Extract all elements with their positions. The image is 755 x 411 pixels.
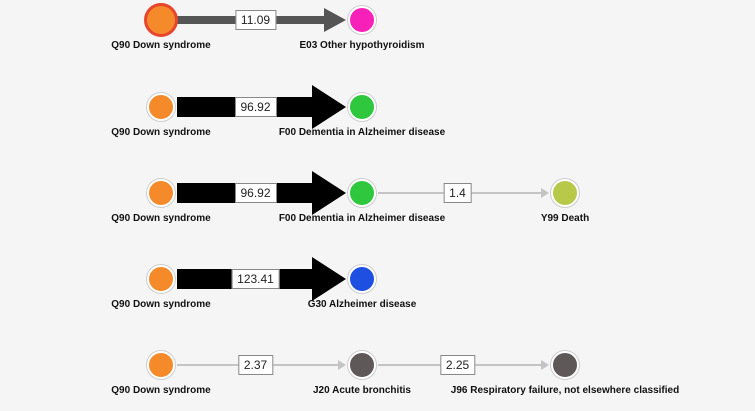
node-label: Q90 Down syndrome <box>111 127 211 138</box>
node-label: Q90 Down syndrome <box>111 213 211 224</box>
node-y99[interactable] <box>551 179 579 207</box>
node-q90[interactable] <box>144 3 178 37</box>
edge-arrowhead <box>312 257 346 301</box>
node-e03[interactable] <box>348 6 376 34</box>
edge-weight-label: 2.37 <box>237 355 274 375</box>
node-f00[interactable] <box>348 179 376 207</box>
edge-arrowhead <box>324 8 346 32</box>
edge-weight-label: 96.92 <box>234 97 277 117</box>
node-label: F00 Dementia in Alzheimer disease <box>278 127 446 138</box>
node-j20[interactable] <box>348 351 376 379</box>
edge-weight-label: 96.92 <box>234 183 277 203</box>
edge-arrowhead <box>541 360 549 370</box>
node-q90[interactable] <box>147 179 175 207</box>
edge-arrowhead <box>338 360 346 370</box>
node-g30[interactable] <box>348 265 376 293</box>
edge-weight-label: 11.09 <box>234 10 277 30</box>
node-label: Y99 Death <box>540 213 590 224</box>
edge-weight-label: 2.25 <box>439 355 476 375</box>
node-q90[interactable] <box>147 93 175 121</box>
edge-arrowhead <box>312 171 346 215</box>
node-label: G30 Alzheimer disease <box>307 299 417 310</box>
node-label: Q90 Down syndrome <box>111 385 211 396</box>
edge-weight-label: 1.4 <box>443 183 472 203</box>
node-label: E03 Other hypothyroidism <box>299 40 425 51</box>
node-label: Q90 Down syndrome <box>111 299 211 310</box>
node-label: F00 Dementia in Alzheimer disease <box>278 213 446 224</box>
node-label: Q90 Down syndrome <box>111 40 211 51</box>
node-f00[interactable] <box>348 93 376 121</box>
node-label: J96 Respiratory failure, not elsewhere c… <box>450 385 680 396</box>
node-label: J20 Acute bronchitis <box>313 385 411 396</box>
node-q90[interactable] <box>147 351 175 379</box>
edge-arrowhead <box>541 188 549 198</box>
node-j96[interactable] <box>551 351 579 379</box>
edge-weight-label: 123.41 <box>231 269 280 289</box>
edge-arrowhead <box>312 85 346 129</box>
node-q90[interactable] <box>147 265 175 293</box>
